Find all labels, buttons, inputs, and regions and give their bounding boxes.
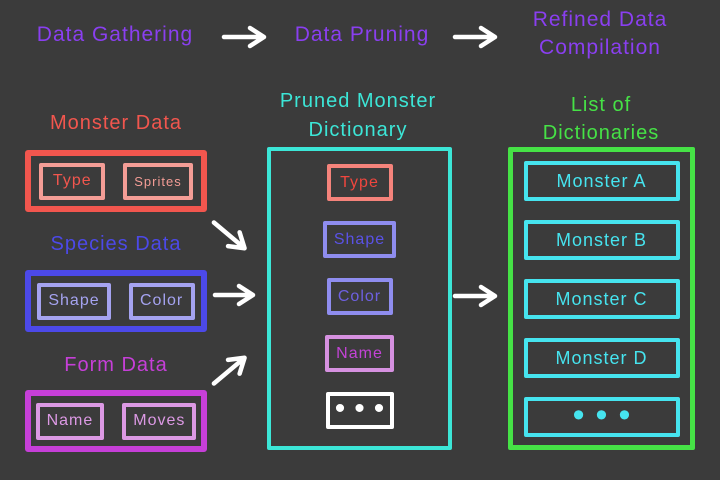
flow-step-data-gathering: Data Gathering	[36, 23, 194, 46]
list-item-monster-c: Monster C	[523, 279, 680, 319]
field-color: Color	[128, 282, 195, 320]
arrow-right-icon	[221, 25, 269, 49]
list-title: List of Dictionaries	[542, 94, 660, 144]
form-data-box: Name Moves	[25, 390, 207, 452]
list-item-monster-d: Monster D	[523, 338, 680, 378]
monster-data-label: Monster Data	[49, 112, 183, 134]
pruned-dictionary-title: Pruned Monster Dictionary	[279, 90, 437, 141]
arrow-right-icon	[212, 283, 258, 307]
field-moves: Moves	[122, 402, 197, 440]
pruned-dictionary-box: Type Shape Color Name •••	[267, 147, 452, 450]
list-item-monster-b: Monster B	[523, 220, 680, 260]
field-sprites: Sprites	[123, 162, 193, 200]
field-name: Name	[35, 402, 105, 440]
form-data-label: Form Data	[64, 354, 168, 376]
species-data-box: Shape Color	[25, 270, 207, 332]
monster-data-box: Type Sprites	[25, 150, 207, 212]
pruned-field-shape: Shape	[322, 221, 397, 258]
arrow-up-right-icon	[204, 345, 256, 394]
flow-step-data-pruning: Data Pruning	[294, 23, 430, 46]
flow-step-refined-data-compilation: Refined Data Compilation	[532, 8, 668, 59]
ellipsis-icon: •••	[523, 397, 680, 437]
ellipsis-icon: •••	[325, 392, 394, 429]
field-shape: Shape	[37, 282, 111, 320]
list-item-monster-a: Monster A	[523, 161, 680, 201]
species-data-label: Species Data	[50, 233, 182, 255]
arrow-right-icon	[452, 25, 500, 49]
list-box: Monster A Monster B Monster C Monster D …	[508, 147, 695, 450]
arrow-right-icon	[452, 284, 500, 308]
pruned-field-color: Color	[326, 278, 393, 315]
pruned-field-name: Name	[325, 335, 394, 372]
pruned-field-type: Type	[326, 164, 393, 201]
arrow-down-right-icon	[204, 211, 256, 260]
field-type: Type	[39, 162, 106, 200]
